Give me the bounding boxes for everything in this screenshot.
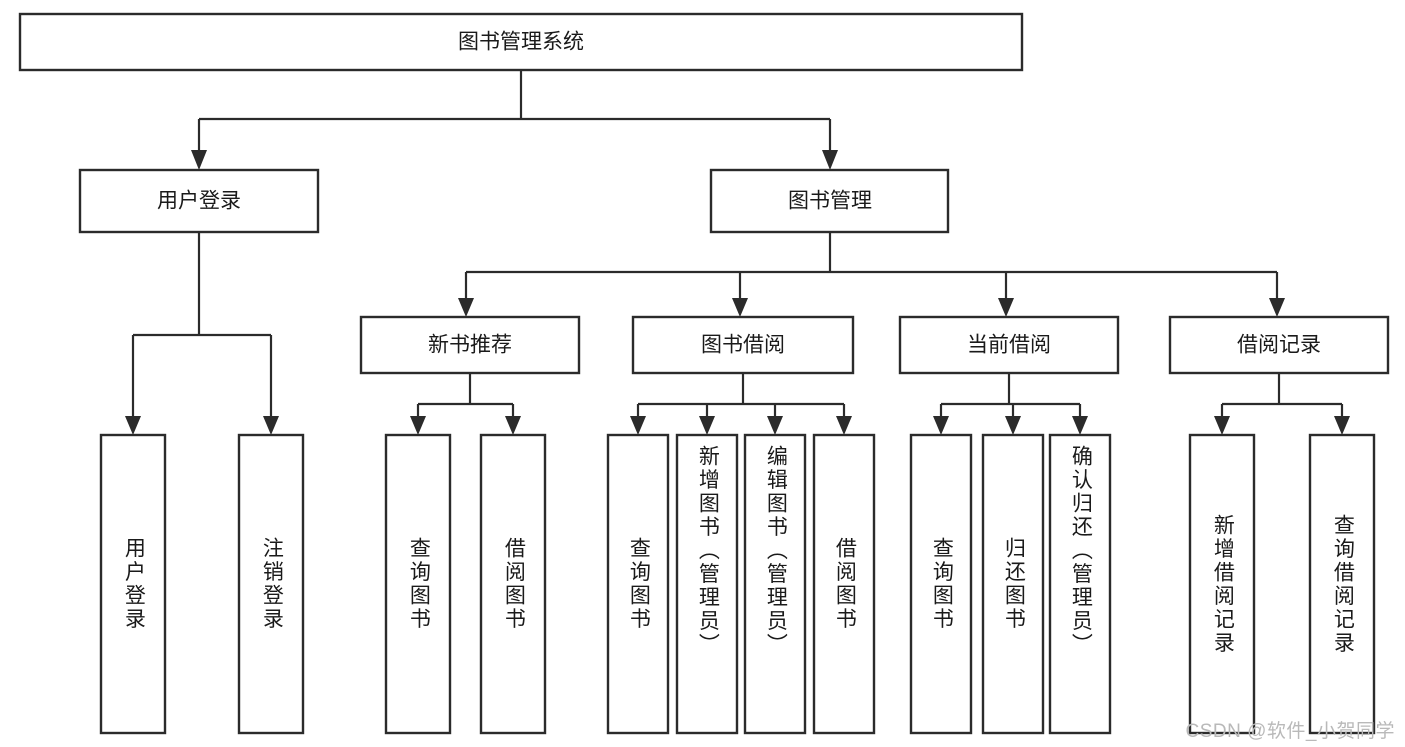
arrow-to-newbook-icon bbox=[458, 298, 474, 317]
leaf-box-add-book[interactable] bbox=[675, 433, 739, 735]
edges-login-to-leaves bbox=[125, 232, 279, 435]
arrow-leaf-query-book-1-icon bbox=[410, 416, 426, 435]
arrow-leaf-user-logout-icon bbox=[263, 416, 279, 435]
node-book-management-box[interactable] bbox=[709, 168, 950, 234]
arrow-leaf-user-login-icon bbox=[125, 416, 141, 435]
leaf-box-confirm-return[interactable] bbox=[1048, 433, 1112, 735]
node-book-management[interactable]: 图书管理 bbox=[709, 168, 950, 234]
arrow-leaf-edit-book-icon bbox=[767, 416, 783, 435]
leaf-box-edit-book[interactable] bbox=[743, 433, 807, 735]
arrow-leaf-add-record-icon bbox=[1214, 416, 1230, 435]
node-new-book-recommend[interactable]: 新书推荐 bbox=[359, 315, 581, 375]
node-root-label: 图书管理系统 bbox=[458, 31, 584, 54]
node-user-login-label: 用户登录 bbox=[157, 190, 241, 213]
leaf-box-query-record[interactable] bbox=[1308, 433, 1376, 735]
arrow-leaf-borrow-book-1-icon bbox=[505, 416, 521, 435]
arrow-to-borrow-icon bbox=[732, 298, 748, 317]
node-current-borrow-label: 当前借阅 bbox=[967, 334, 1051, 357]
node-user-login-box[interactable] bbox=[78, 168, 320, 234]
node-new-book-recommend-label: 新书推荐 bbox=[428, 334, 512, 357]
leaf-box-user-login[interactable] bbox=[99, 433, 167, 735]
node-root-box[interactable] bbox=[18, 12, 1024, 72]
node-current-borrow[interactable]: 当前借阅 bbox=[898, 315, 1120, 375]
node-book-borrow-label: 图书借阅 bbox=[701, 334, 785, 357]
node-borrow-records-box[interactable] bbox=[1168, 315, 1390, 375]
node-borrow-records[interactable]: 借阅记录 bbox=[1168, 315, 1390, 375]
leaf-box-query-book-3[interactable] bbox=[909, 433, 973, 735]
arrow-to-current-icon bbox=[998, 298, 1014, 317]
node-root[interactable]: 图书管理系统 bbox=[18, 12, 1024, 72]
edges-newbook-to-leaves bbox=[410, 373, 521, 435]
arrow-leaf-return-book-icon bbox=[1005, 416, 1021, 435]
arrow-to-records-icon bbox=[1269, 298, 1285, 317]
edges-current-to-leaves bbox=[933, 373, 1088, 435]
edges-records-to-leaves bbox=[1214, 373, 1350, 435]
node-user-login[interactable]: 用户登录 bbox=[78, 168, 320, 234]
node-current-borrow-box[interactable] bbox=[898, 315, 1120, 375]
leaf-box-return-book[interactable] bbox=[981, 433, 1045, 735]
arrow-leaf-query-record-icon bbox=[1334, 416, 1350, 435]
leaf-box-query-book-1[interactable] bbox=[384, 433, 452, 735]
edges-bookmgmt-to-level2 bbox=[458, 232, 1285, 317]
node-book-borrow-box[interactable] bbox=[631, 315, 855, 375]
node-book-management-label: 图书管理 bbox=[788, 190, 872, 213]
arrow-to-bookmgmt-icon bbox=[822, 150, 838, 170]
edges-root-to-level1 bbox=[191, 70, 838, 170]
leaf-box-add-record[interactable] bbox=[1188, 433, 1256, 735]
arrow-leaf-query-book-2-icon bbox=[630, 416, 646, 435]
arrow-leaf-borrow-book-2-icon bbox=[836, 416, 852, 435]
arrow-leaf-add-book-icon bbox=[699, 416, 715, 435]
leaf-box-query-book-2[interactable] bbox=[606, 433, 670, 735]
leaf-box-borrow-book-1[interactable] bbox=[479, 433, 547, 735]
arrow-to-login-icon bbox=[191, 150, 207, 170]
edges-borrow-to-leaves bbox=[630, 373, 852, 435]
leaf-box-borrow-book-2[interactable] bbox=[812, 433, 876, 735]
node-book-borrow[interactable]: 图书借阅 bbox=[631, 315, 855, 375]
arrow-leaf-query-book-3-icon bbox=[933, 416, 949, 435]
arrow-leaf-confirm-return-icon bbox=[1072, 416, 1088, 435]
leaf-box-user-logout[interactable] bbox=[237, 433, 305, 735]
node-borrow-records-label: 借阅记录 bbox=[1237, 334, 1321, 357]
node-new-book-recommend-box[interactable] bbox=[359, 315, 581, 375]
